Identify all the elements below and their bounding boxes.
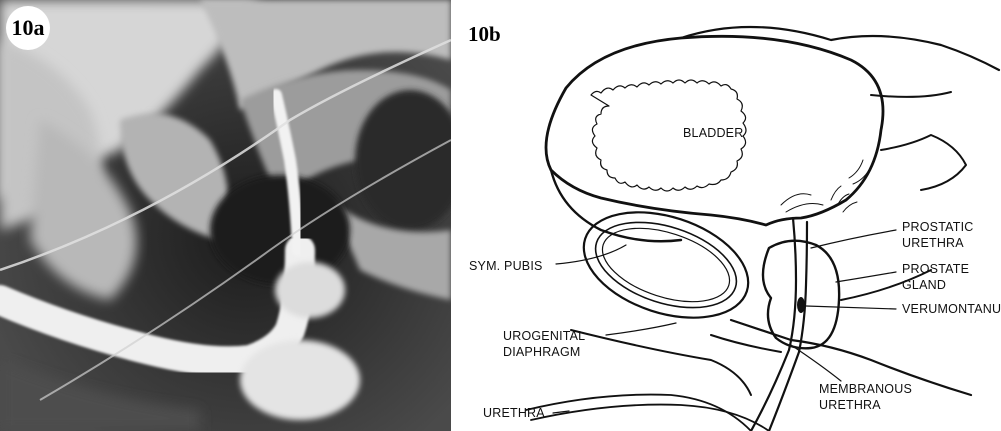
symphysis-pubis-outer — [570, 193, 761, 337]
radiograph-panel: 10a — [0, 0, 451, 431]
verumontanum — [797, 297, 805, 313]
leader-membranous — [791, 345, 841, 381]
bladder-outer-extension — [681, 27, 999, 70]
radiograph-image — [0, 0, 451, 431]
label-membranous-urethra-line2: URETHRA — [819, 398, 881, 413]
leader-sym-pubis — [556, 245, 626, 264]
leader-urogenital — [606, 323, 676, 335]
label-prostate-gland-line1: PROSTATE — [902, 262, 969, 277]
label-membranous-urethra-line1: MEMBRANOUS — [819, 382, 912, 397]
urethra-tube — [751, 218, 796, 431]
label-urogenital-line1: UROGENITAL — [503, 329, 585, 344]
prostate-gland — [763, 241, 839, 349]
label-prostatic-urethra-line2: URETHRA — [902, 236, 964, 251]
label-sym-pubis: SYM. PUBIS — [469, 259, 543, 274]
leader-verumontanum — [806, 306, 896, 309]
symphysis-pubis-inner — [585, 206, 747, 323]
label-prostatic-urethra-line1: PROSTATIC — [902, 220, 973, 235]
panel-a-label: 10a — [6, 6, 50, 50]
label-bladder: BLADDER — [683, 126, 743, 141]
label-verumontanum: VERUMONTANUM — [902, 302, 1001, 317]
leader-prostatic-urethra — [811, 230, 896, 248]
label-prostate-gland-line2: GLAND — [902, 278, 946, 293]
urethra-diagram — [451, 0, 1001, 431]
label-urethra: URETHRA — [483, 406, 545, 421]
label-urogenital-line2: DIAPHRAGM — [503, 345, 581, 360]
leader-prostate-gland — [836, 272, 896, 282]
diagram-panel: 10b — [451, 0, 1001, 431]
